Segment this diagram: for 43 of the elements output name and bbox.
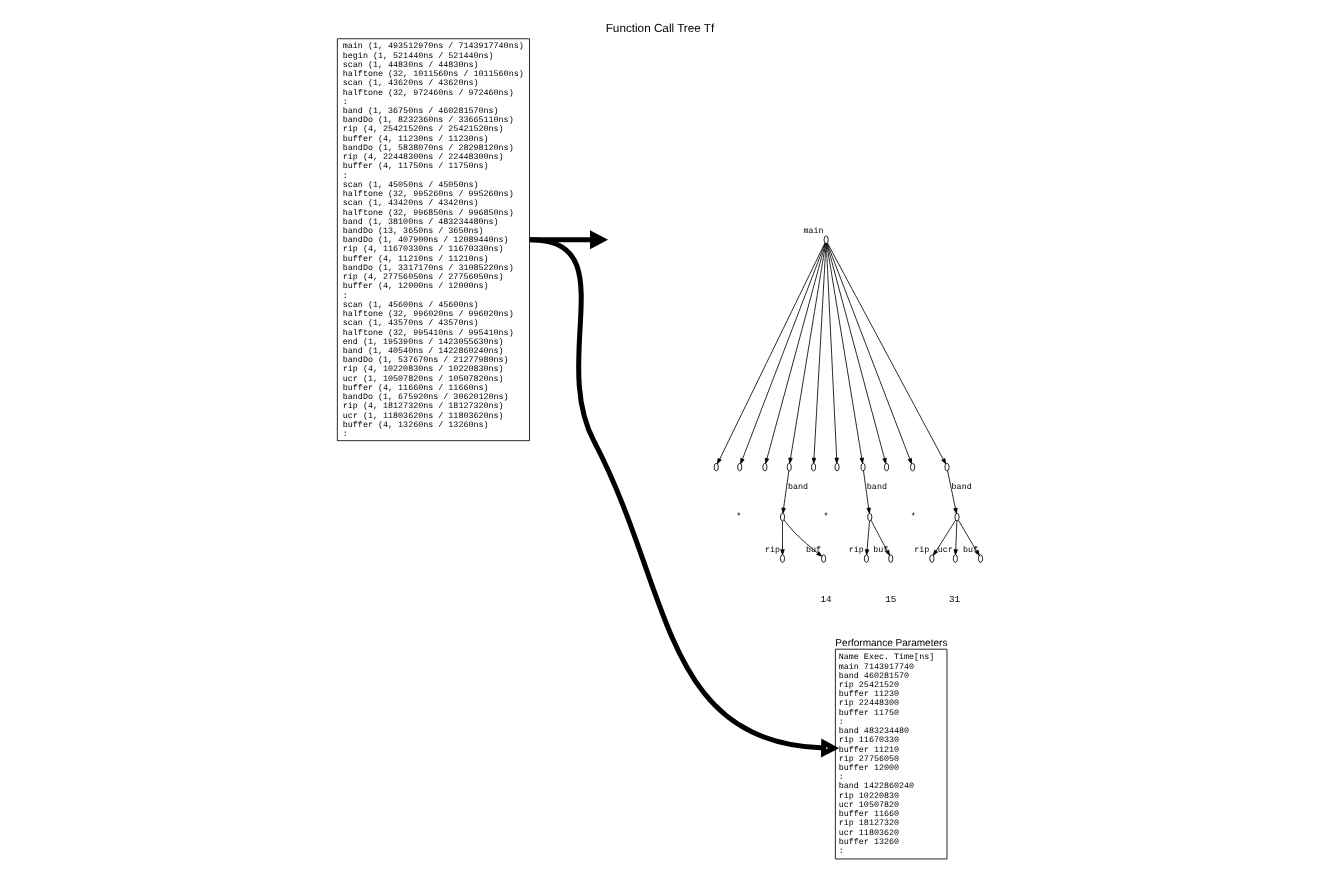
arrow [826, 243, 864, 464]
node-circle [910, 462, 916, 472]
arrow [870, 519, 890, 556]
node-circle [762, 462, 768, 472]
node-circle [929, 554, 935, 563]
arrow [781, 470, 790, 514]
node-circle [737, 462, 743, 472]
node-circle [823, 235, 829, 244]
node-circle [713, 462, 719, 472]
arrow [780, 520, 785, 556]
arrow [958, 519, 980, 556]
node-circle [888, 554, 894, 563]
node-circle [834, 462, 840, 472]
arrow [783, 519, 823, 557]
arrow [826, 242, 913, 465]
node-circle [780, 512, 786, 522]
arrow [827, 242, 947, 465]
node-circle [811, 462, 817, 472]
arrow [764, 243, 826, 464]
node-circle [978, 554, 984, 563]
arrow [932, 519, 957, 556]
arrow [864, 520, 870, 556]
node-circle [867, 512, 873, 522]
node-circle [952, 554, 958, 563]
arrow [826, 243, 887, 464]
node-circle [944, 462, 950, 472]
node-circle [954, 512, 960, 522]
node-circle [786, 462, 792, 472]
node-circle [821, 554, 827, 563]
node-circle [780, 554, 786, 563]
arrow [953, 520, 958, 556]
arrow [740, 242, 826, 465]
arrow [825, 243, 839, 464]
arrow [717, 242, 826, 465]
arrow [811, 243, 827, 464]
node-circle [863, 554, 869, 563]
arrow [529, 230, 609, 250]
arrow [530, 237, 840, 758]
arrow [788, 243, 827, 464]
node-circle [860, 462, 866, 472]
arrow [863, 470, 871, 514]
arrow [947, 470, 958, 514]
node-circle [884, 462, 890, 472]
